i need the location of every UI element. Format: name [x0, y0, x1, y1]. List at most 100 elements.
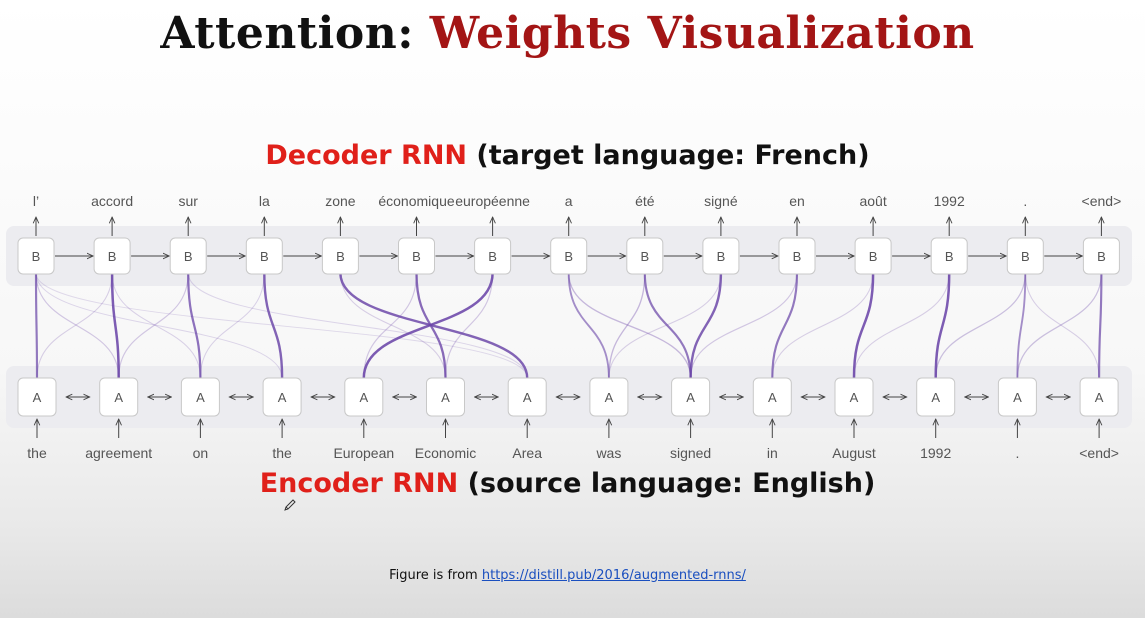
- attention-line: [690, 272, 798, 379]
- figure-credit: Figure is from https://distill.pub/2016/…: [0, 568, 1135, 583]
- encoder-cell: [589, 377, 629, 417]
- decoder-word: européenne: [455, 193, 530, 209]
- encoder-cell: [99, 377, 139, 417]
- decoder-word: été: [635, 193, 655, 209]
- decoder-cell: [93, 237, 131, 275]
- encoder-word: Economic: [415, 445, 476, 461]
- pen-icon: [284, 499, 296, 511]
- encoder-word: the: [27, 445, 47, 461]
- decoder-cell: [17, 237, 55, 275]
- decoder-cell-label: B: [32, 249, 41, 264]
- decoder-cell-label: B: [1097, 249, 1106, 264]
- decoder-cell: [169, 237, 207, 275]
- encoder-cell: [17, 377, 57, 417]
- encoder-cell-label: A: [1013, 390, 1022, 405]
- attention-line: [339, 272, 529, 379]
- decoder-cell: [1082, 237, 1120, 275]
- attention-line: [935, 272, 1026, 379]
- decoder-word: a: [565, 193, 573, 209]
- decoder-word: économique: [378, 193, 454, 209]
- encoder-cell: [1079, 377, 1119, 417]
- attention-line: [35, 272, 283, 379]
- decoder-word: signé: [704, 193, 738, 209]
- decoder-word: sur: [178, 193, 198, 209]
- encoder-word: Area: [512, 445, 542, 461]
- attention-line: [608, 272, 722, 379]
- decoder-cell-label: B: [640, 249, 649, 264]
- encoder-word: in: [767, 445, 778, 461]
- decoder-cell: [398, 237, 435, 275]
- decoder-cell: [474, 237, 512, 275]
- encoder-word: was: [595, 445, 621, 461]
- encoder-word: agreement: [85, 445, 152, 461]
- decoder-cell-label: B: [488, 249, 497, 264]
- attention-line: [111, 272, 201, 379]
- decoder-word: l’: [33, 193, 39, 209]
- attention-line: [35, 272, 528, 379]
- encoder-heading-black: (source language: English): [467, 468, 876, 499]
- decoder-cell: [245, 237, 283, 275]
- decoder-cell-label: B: [108, 249, 117, 264]
- encoder-cell: [426, 377, 465, 417]
- attention-line: [689, 272, 723, 379]
- attention-line: [118, 272, 189, 379]
- encoder-cell-label: A: [931, 390, 940, 405]
- encoder-word: on: [193, 445, 209, 461]
- credit-prefix: Figure is from: [389, 568, 478, 583]
- attention-line: [363, 272, 418, 379]
- encoder-heading: Encoder RNN (source language: English): [0, 468, 1135, 499]
- decoder-word: 1992: [934, 193, 965, 209]
- decoder-cell: [930, 237, 968, 275]
- attention-line: [1098, 272, 1103, 379]
- encoder-cell-label: A: [359, 390, 368, 405]
- encoder-word: the: [272, 445, 292, 461]
- attention-line: [852, 272, 875, 379]
- decoder-cell-label: B: [1021, 249, 1030, 264]
- attention-line: [771, 272, 799, 379]
- encoder-cell: [997, 377, 1037, 417]
- encoder-word: .: [1015, 445, 1019, 461]
- encoder-cell-label: A: [441, 390, 450, 405]
- encoder-cell-label: A: [605, 390, 614, 405]
- encoder-cell-label: A: [114, 390, 123, 405]
- encoder-word: <end>: [1079, 445, 1119, 461]
- attention-line: [853, 272, 950, 379]
- encoder-row: AtheAagreementAonAtheAEuropeanAEconomicA…: [17, 377, 1119, 461]
- attention-line: [1016, 272, 1027, 379]
- encoder-cell: [671, 377, 711, 417]
- credit-link[interactable]: https://distill.pub/2016/augmented-rnns/: [481, 568, 746, 583]
- attention-line: [934, 272, 951, 379]
- decoder-cell-label: B: [260, 249, 269, 264]
- decoder-cell-label: B: [869, 249, 878, 264]
- attention-line: [35, 272, 120, 379]
- encoder-cell: [262, 377, 302, 417]
- attention-lines: [34, 272, 1103, 379]
- encoder-cell: [916, 377, 956, 417]
- attention-line: [199, 272, 265, 379]
- decoder-cell-label: B: [793, 249, 802, 264]
- encoder-cell: [834, 377, 874, 417]
- decoder-cell-label: B: [412, 249, 421, 264]
- decoder-word: la: [259, 193, 270, 209]
- decoder-heading-red: Decoder RNN: [265, 140, 468, 171]
- decoder-row: Bl’BaccordBsurBlaBzoneBéconomiqueBeuropé…: [17, 193, 1121, 275]
- attention-line: [36, 272, 113, 379]
- attention-line: [567, 272, 610, 379]
- attention-line: [362, 272, 494, 379]
- encoder-cell-label: A: [1095, 390, 1104, 405]
- decoder-word: zone: [325, 193, 356, 209]
- decoder-cell-label: B: [717, 249, 726, 264]
- encoder-word: 1992: [920, 445, 951, 461]
- attention-line: [771, 272, 874, 379]
- decoder-cell: [550, 237, 588, 275]
- encoder-cell-label: A: [196, 390, 205, 405]
- encoder-cell-label: A: [33, 390, 42, 405]
- encoder-word: signed: [670, 445, 711, 461]
- decoder-cell: [702, 237, 740, 275]
- attention-line: [1016, 272, 1103, 379]
- decoder-cell: [626, 237, 664, 275]
- decoder-word: en: [789, 193, 805, 209]
- encoder-cell: [344, 377, 384, 417]
- attention-line: [568, 272, 692, 379]
